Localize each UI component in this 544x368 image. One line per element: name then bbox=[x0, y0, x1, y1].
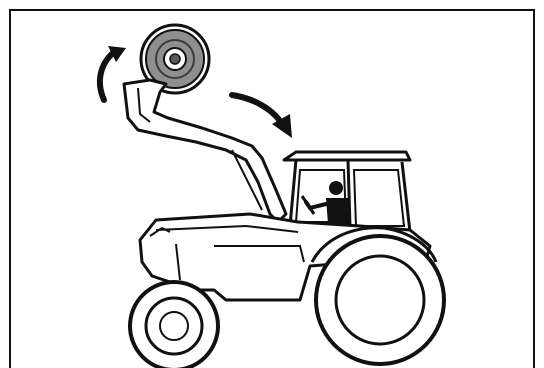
tractor-icon bbox=[130, 152, 444, 368]
curved-arrow-icon bbox=[232, 95, 292, 138]
operator-icon bbox=[302, 181, 350, 224]
front-loader-icon bbox=[124, 80, 286, 222]
rotate-arrow-icon bbox=[100, 46, 126, 100]
